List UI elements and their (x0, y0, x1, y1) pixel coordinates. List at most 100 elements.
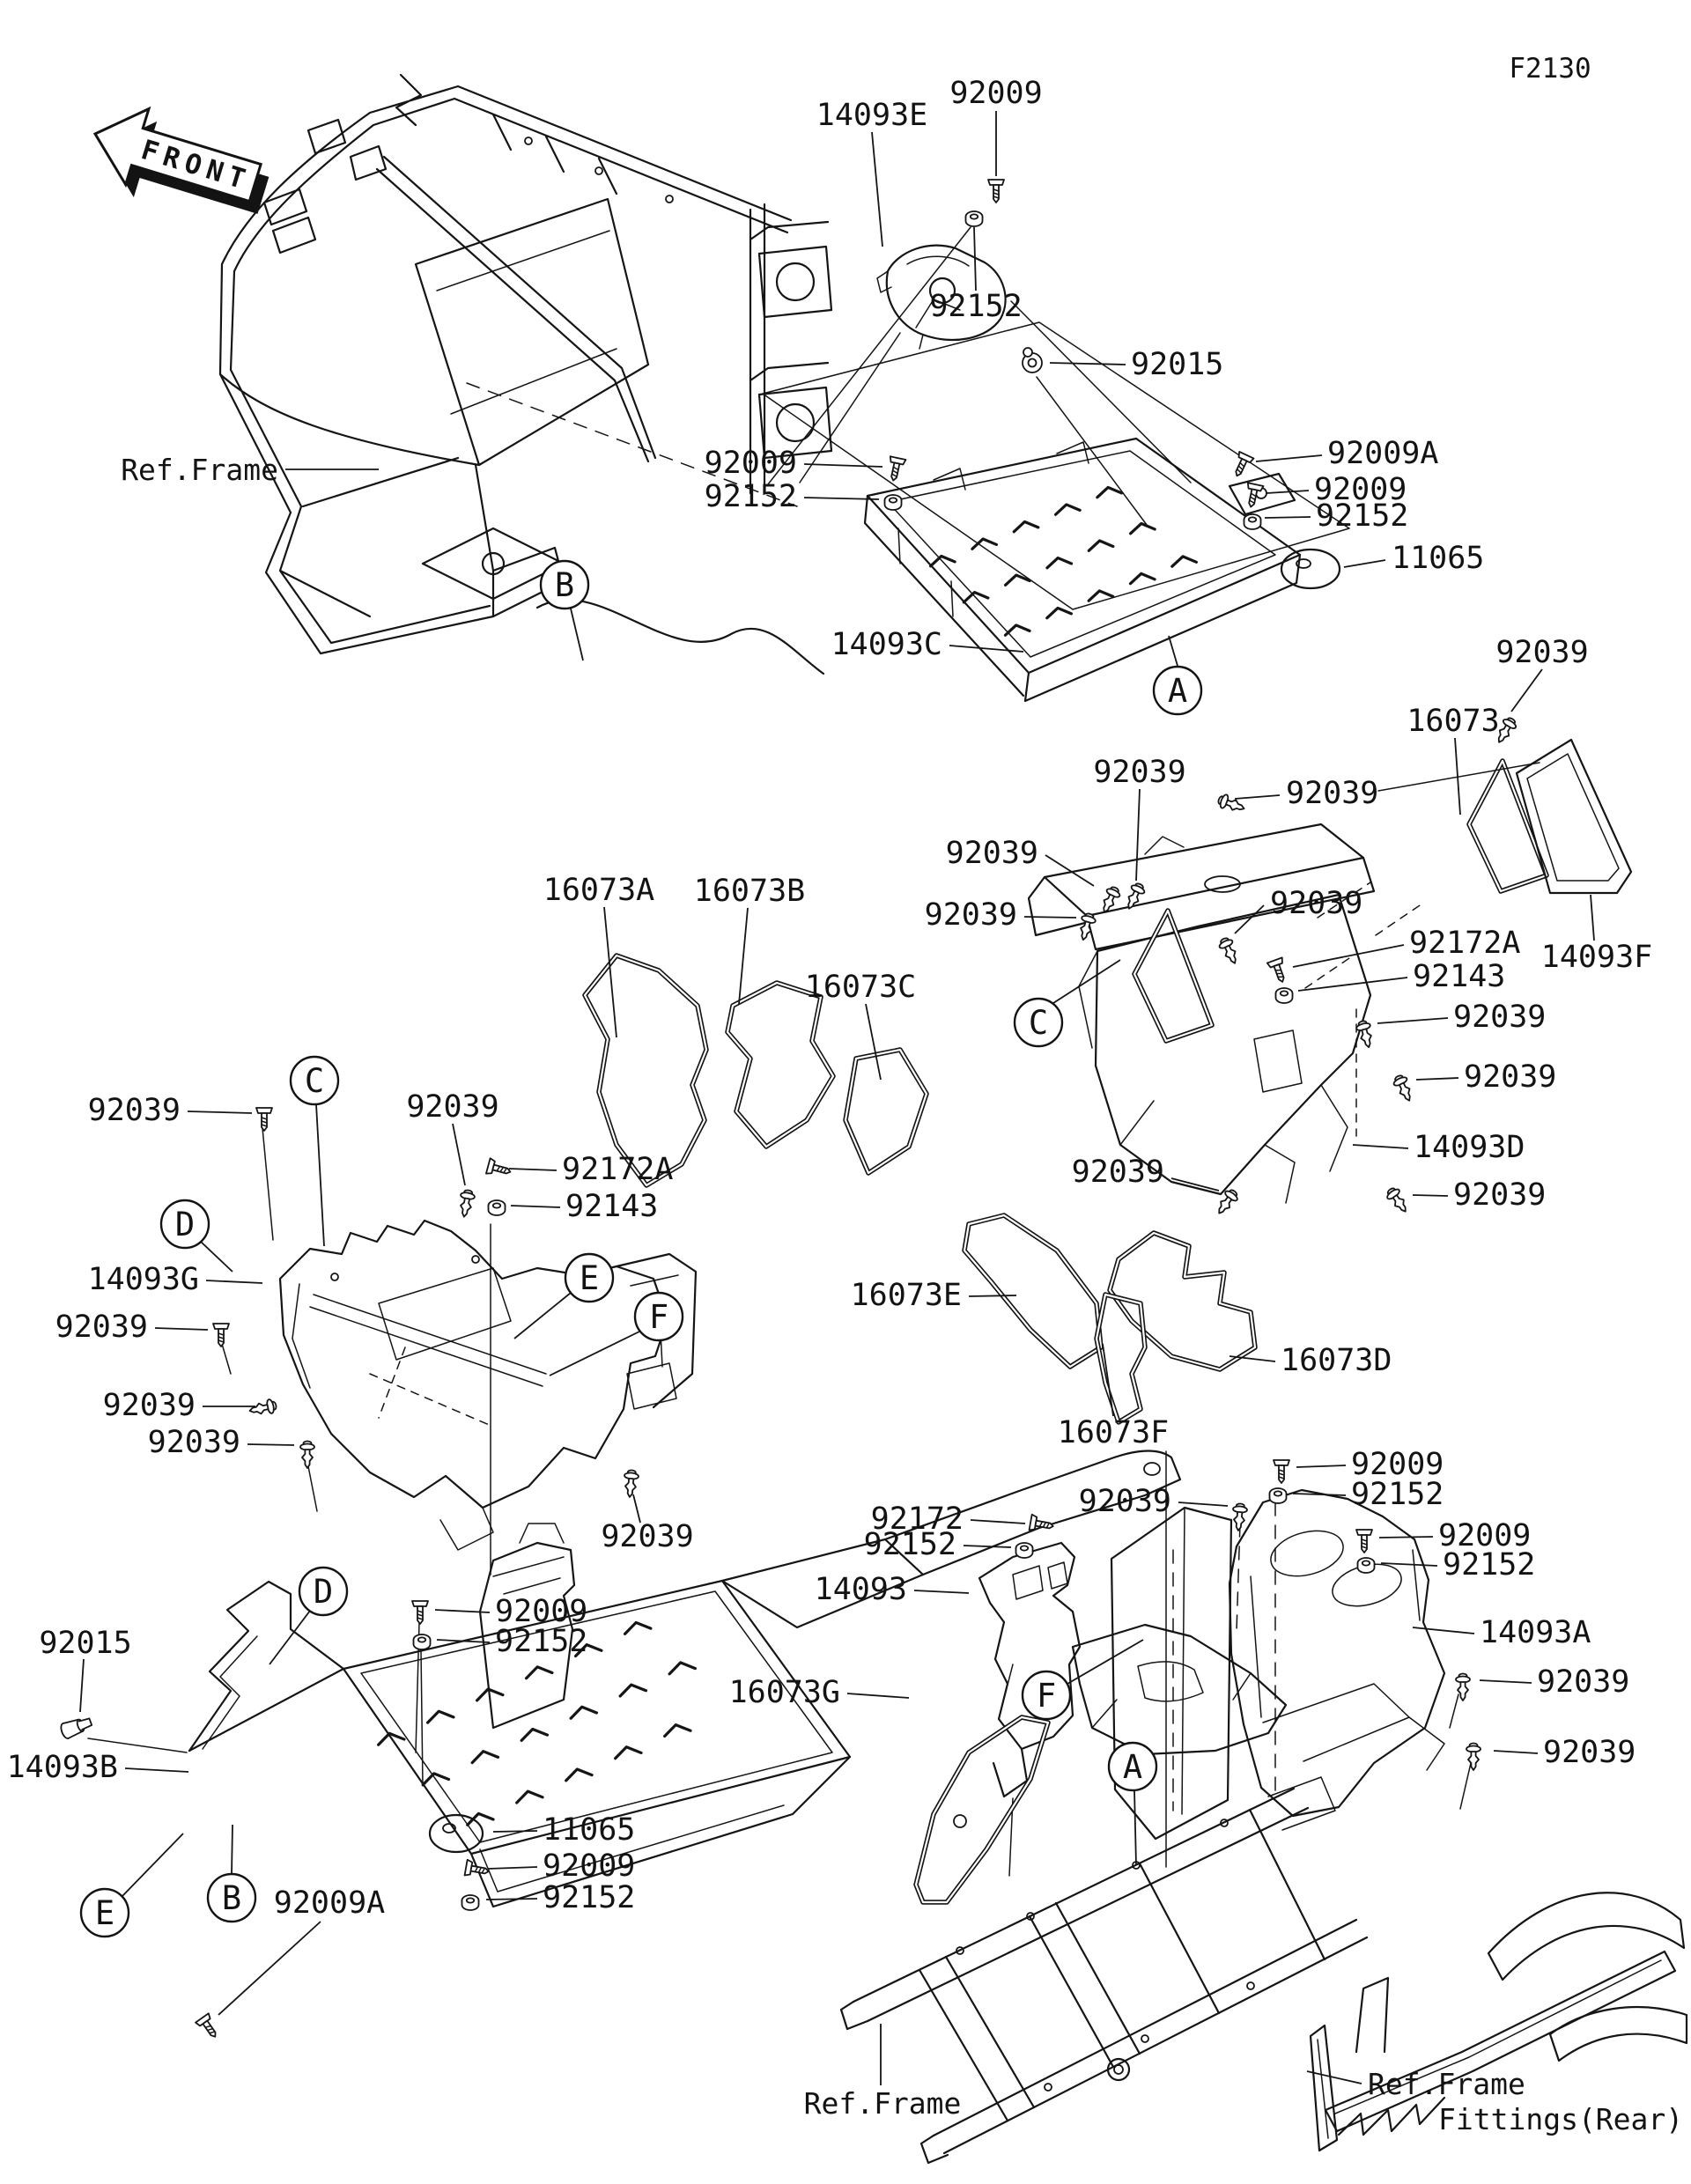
detail-circle-letter: B (555, 566, 574, 604)
part-number-label: 92039 (1453, 1177, 1546, 1213)
leader-line (124, 1767, 189, 1773)
part-callout-92039: 92039 (55, 1310, 230, 1347)
leader-line (865, 1003, 882, 1081)
leader-line (1229, 1355, 1276, 1362)
leader-line (1479, 1679, 1532, 1684)
leader-line (1590, 894, 1595, 941)
part-number-label: 16073 (1407, 704, 1499, 739)
leader-line (452, 1123, 466, 1186)
part-callout-92009: 92009 (949, 76, 1043, 203)
part-number-label: 92009 (543, 1848, 635, 1884)
detail-circle-letter: C (1029, 1004, 1048, 1042)
part-callout-92143: 92143 (487, 1189, 658, 1224)
part-number-label: 92152 (1316, 498, 1408, 534)
part-number-label: 92039 (148, 1425, 240, 1460)
leader-line (1102, 1343, 1114, 1417)
detail-circle-letter: C (305, 1062, 324, 1100)
part-number-label: 92143 (1413, 959, 1505, 994)
screw-icon (1273, 1459, 1290, 1484)
part-number-label: 11065 (543, 1812, 635, 1848)
part-callout-92039: 92039 (946, 836, 1095, 887)
part-callout-92039: 92039 (1466, 1735, 1636, 1771)
leader-line (434, 1609, 491, 1613)
part-number-label: 11065 (1392, 541, 1484, 576)
part-number-label: 16073D (1281, 1343, 1392, 1378)
part-callout-11065: 11065 (1343, 541, 1484, 576)
nut-icon (964, 210, 984, 227)
part-callout-92009A: 92009A (195, 1885, 385, 2042)
leader-line (871, 131, 883, 247)
part-number-label: 16073B (694, 874, 805, 909)
part-number-label: 92009 (495, 1594, 587, 1629)
leader-line (1135, 788, 1141, 882)
part-callout-14093F: 14093F (1541, 894, 1652, 975)
leader-line (1510, 668, 1543, 712)
part-callout-16073C: 16073C (805, 970, 916, 1081)
screw-icon (212, 1323, 230, 1347)
part-number-label: 14093D (1414, 1130, 1525, 1165)
part-callout-92039: 92039 (601, 1468, 694, 1554)
part-callout-92152: 92152 (705, 479, 903, 514)
grommet-icon (1022, 347, 1043, 373)
part-callout-92015: 92015 (39, 1626, 132, 1741)
detail-circle-E: E (513, 1252, 615, 1339)
detail-circle-outline (206, 1872, 257, 1923)
detail-circle-letter: A (1123, 1748, 1142, 1786)
nut-icon (1243, 513, 1262, 530)
clip-icon (1230, 1502, 1249, 1532)
leader-line (205, 1280, 263, 1284)
clip-icon (1075, 911, 1098, 943)
part-callout-92039: 92039 (1072, 1155, 1242, 1219)
part-callout-14093G: 14093G (88, 1262, 263, 1297)
screw-icon (255, 1107, 273, 1132)
detail-circle-E: E (79, 1833, 184, 1938)
leader-line (1067, 1639, 1144, 1685)
leader-line (1045, 854, 1095, 887)
part-callout-16073: 16073 (1407, 704, 1500, 815)
clip-icon (1383, 1184, 1413, 1217)
leader-line (949, 645, 1024, 653)
part-number-label: 92039 (406, 1089, 498, 1125)
leader-line (1052, 959, 1121, 1004)
part-callout-92143: 92143 (1274, 959, 1505, 1004)
bracket-group-C-art (1027, 823, 1426, 1204)
part-callout-14093: 14093 (815, 1572, 970, 1607)
rear-fittings-art (1309, 1892, 1688, 2152)
detail-circle-outline (298, 1566, 349, 1617)
part-number-label: 92039 (1537, 1664, 1629, 1700)
leader-line (1266, 490, 1310, 494)
leader-line (846, 1693, 910, 1699)
clip-icon (1216, 934, 1243, 968)
part-callout-14093C: 14093C (831, 627, 1024, 662)
nut-icon (1268, 1487, 1288, 1504)
part-callout-92152: 92152 (929, 210, 1023, 324)
leader-line (1297, 977, 1408, 992)
part-number-label: 14093F (1541, 940, 1652, 975)
part-number-label: 92039 (55, 1310, 148, 1345)
seal-16073G-art (916, 1717, 1048, 1902)
ref-label-text: Ref.Frame (804, 2086, 962, 2121)
screw-icon (987, 179, 1005, 203)
ref-label-text: Fittings(Rear) (1438, 2102, 1683, 2136)
part-number-label: 16073F (1058, 1415, 1169, 1450)
detail-circle-outline (564, 1252, 615, 1303)
part-callout-16073A: 16073A (543, 873, 654, 1038)
leader-line (436, 1639, 491, 1643)
ref-label: Ref.Frame (1306, 2067, 1525, 2101)
part-number-label: 16073A (543, 873, 654, 908)
leader-line (1412, 1627, 1475, 1634)
leader-line (154, 1327, 209, 1331)
part-callout-92152: 92152 (412, 1624, 587, 1659)
part-number-label: 92039 (103, 1388, 196, 1423)
detail-circle-letter: E (95, 1894, 114, 1932)
detail-circle-outline (289, 1055, 340, 1106)
leader-line (738, 907, 749, 1005)
part-number-label: 92039 (946, 836, 1038, 871)
part-callout-16073G: 16073G (729, 1675, 910, 1710)
detail-circle-letter: E (580, 1259, 599, 1297)
ref-label: Fittings(Rear) (1438, 2102, 1683, 2136)
leader-line (508, 1168, 558, 1171)
part-number-label: 92152 (1443, 1547, 1535, 1583)
ref-label: Ref.Frame (121, 453, 379, 487)
